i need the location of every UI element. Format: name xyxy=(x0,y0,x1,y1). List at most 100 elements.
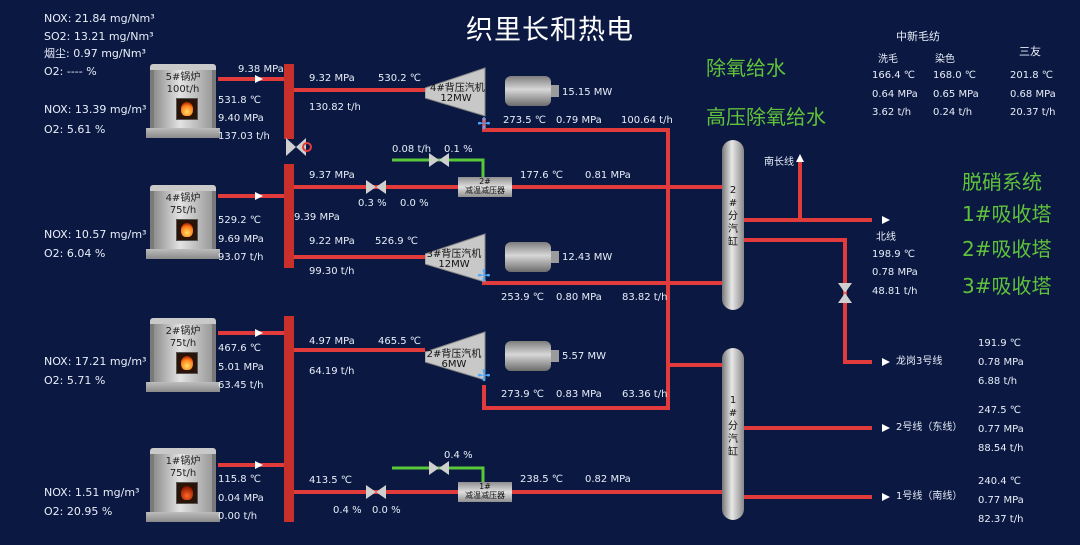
absorber-3-label[interactable]: 3#吸收塔 xyxy=(962,274,1052,298)
reducer-1-in-temp: 413.5 ℃ xyxy=(309,475,353,486)
boiler-4-flow: 93.07 t/h xyxy=(218,252,264,263)
page-title: 织里长和热电 xyxy=(466,15,634,46)
header-1-char: # xyxy=(728,408,738,419)
turbine-2-in-temp: 465.5 ℃ xyxy=(378,336,422,347)
turbine-2-capacity: 6MW xyxy=(441,359,467,370)
valve-icon[interactable] xyxy=(837,282,853,304)
line-longgang-press: 0.78 MPa xyxy=(978,357,1024,368)
valve-icon[interactable] xyxy=(365,179,387,195)
turbine-3-capacity: 12MW xyxy=(438,259,470,270)
boiler-4-o2: O2: 6.04 % xyxy=(44,247,106,260)
boiler-1-name: 1#锅炉 xyxy=(165,456,201,467)
reducer-2-valve-pct: 0.3 % xyxy=(358,198,387,209)
boiler-4-nox: NOX: 10.57 mg/m³ xyxy=(44,228,147,241)
line-nanchang-label: 南长线 xyxy=(764,157,794,168)
customer-wash-temp: 166.4 ℃ xyxy=(872,70,916,81)
header-1-char: 1 xyxy=(729,395,737,406)
line-longgang-temp: 191.9 ℃ xyxy=(978,338,1022,349)
boiler-4-temp: 529.2 ℃ xyxy=(218,215,262,226)
line-2-press: 0.77 MPa xyxy=(978,424,1024,435)
turbine-3-in-press: 9.22 MPa xyxy=(309,236,355,247)
turbine-4-out-press: 0.79 MPa xyxy=(556,115,602,126)
reducer-1-out-temp: 238.5 ℃ xyxy=(520,474,564,485)
denitration-system-label[interactable]: 脱硝系统 xyxy=(962,170,1042,194)
header-2-char: 2 xyxy=(729,185,737,196)
emission-o2: O2: ---- % xyxy=(44,65,97,78)
customer-dye-flow: 0.24 t/h xyxy=(933,107,973,118)
header-1-char: 分 xyxy=(728,421,738,432)
turbine-4-in-flow: 130.82 t/h xyxy=(309,102,361,113)
flame-icon xyxy=(176,98,198,120)
steam-header-1[interactable]: 1 # 分 汽 缸 xyxy=(722,348,744,520)
turbine-4-capacity: 12MW xyxy=(440,93,472,104)
turbine-4[interactable] xyxy=(425,66,487,118)
fan-icon: ✢ xyxy=(477,114,491,133)
line-longgang-label: 龙岗3号线 xyxy=(896,356,943,367)
boiler-2-temp: 467.6 ℃ xyxy=(218,343,262,354)
turbine-3-out-press: 0.80 MPa xyxy=(556,292,602,303)
boiler-4-name: 4#锅炉 xyxy=(165,193,201,204)
emission-dust: 烟尘: 0.97 mg/Nm³ xyxy=(44,47,146,60)
flame-icon xyxy=(176,482,198,504)
valve-icon[interactable] xyxy=(365,484,387,500)
turbine-3-out-temp: 253.9 ℃ xyxy=(501,292,545,303)
line-1-flow: 82.37 t/h xyxy=(978,514,1024,525)
boiler-4-press: 9.69 MPa xyxy=(218,234,264,245)
boiler-1-temp: 115.8 ℃ xyxy=(218,474,262,485)
line-longgang-flow: 6.88 t/h xyxy=(978,376,1018,387)
customer-wash-name: 洗毛 xyxy=(878,54,898,65)
header-1-char: 缸 xyxy=(728,447,738,458)
boiler-5-name: 5#锅炉 xyxy=(165,72,201,83)
header-1-char: 汽 xyxy=(728,434,738,445)
line-2-label: 2号线（东线） xyxy=(896,422,963,433)
reducer-1-valve-pct: 0.4 % xyxy=(333,505,362,516)
reducer-1[interactable]: 1#减温减压器 xyxy=(458,482,512,502)
reducer-2-water-pct: 0.1 % xyxy=(444,144,473,155)
turbine-3[interactable] xyxy=(425,232,487,284)
boiler-5-nox: NOX: 13.39 mg/m³ xyxy=(44,103,147,116)
water-valve-icon[interactable] xyxy=(428,460,450,476)
turbine-4-out-temp: 273.5 ℃ xyxy=(503,115,547,126)
header-press: 9.39 MPa xyxy=(294,212,340,223)
customer-wash-press: 0.64 MPa xyxy=(872,89,918,100)
generator-4[interactable] xyxy=(505,76,559,106)
customer-group-title: 中新毛纺 xyxy=(896,30,940,43)
turbine-3-name: 3#背压汽机 xyxy=(426,249,482,260)
customer-dye-temp: 168.0 ℃ xyxy=(933,70,977,81)
turbine-4-name: 4#背压汽机 xyxy=(430,83,485,94)
customer-dye-name: 染色 xyxy=(935,54,955,65)
reducer-1-water-pct: 0.4 % xyxy=(444,450,473,461)
reducer-2-sub: 减温减压器 xyxy=(465,186,505,195)
tie-valve-icon[interactable] xyxy=(282,136,312,158)
boiler-5-o2: O2: 5.61 % xyxy=(44,123,106,136)
header-2-char: 缸 xyxy=(728,237,738,248)
fan-icon: ✢ xyxy=(477,266,491,285)
reducer-1-sub: 减温减压器 xyxy=(465,491,505,500)
absorber-1-label[interactable]: 1#吸收塔 xyxy=(962,202,1052,226)
boiler-1-o2: O2: 20.95 % xyxy=(44,505,113,518)
generator-3[interactable] xyxy=(505,242,559,272)
deoxy-water-label: 除氧给水 xyxy=(706,56,786,80)
boiler-5-capacity: 100t/h xyxy=(166,84,200,95)
line-north-label: 北线 xyxy=(876,232,896,243)
reducer-2[interactable]: 2#减温减压器 xyxy=(458,177,512,197)
turbine-4-out-flow: 100.64 t/h xyxy=(621,115,673,126)
boiler-2-name: 2#锅炉 xyxy=(165,326,201,337)
emission-nox: NOX: 21.84 mg/Nm³ xyxy=(44,12,155,25)
boiler-4-capacity: 75t/h xyxy=(169,205,197,216)
line-1-label: 1号线（南线） xyxy=(896,491,963,502)
turbine-2-name: 2#背压汽机 xyxy=(426,349,482,360)
turbine-2-out-flow: 63.36 t/h xyxy=(622,389,668,400)
water-valve-icon[interactable] xyxy=(428,152,450,168)
generator-2[interactable] xyxy=(505,341,559,371)
absorber-2-label[interactable]: 2#吸收塔 xyxy=(962,237,1052,261)
boiler-1-flow: 0.00 t/h xyxy=(218,511,258,522)
turbine-2[interactable] xyxy=(425,330,487,382)
header-2-char: 分 xyxy=(728,211,738,222)
steam-header-2[interactable]: 2 # 分 汽 缸 xyxy=(722,140,744,310)
emission-so2: SO2: 13.21 mg/Nm³ xyxy=(44,30,154,43)
